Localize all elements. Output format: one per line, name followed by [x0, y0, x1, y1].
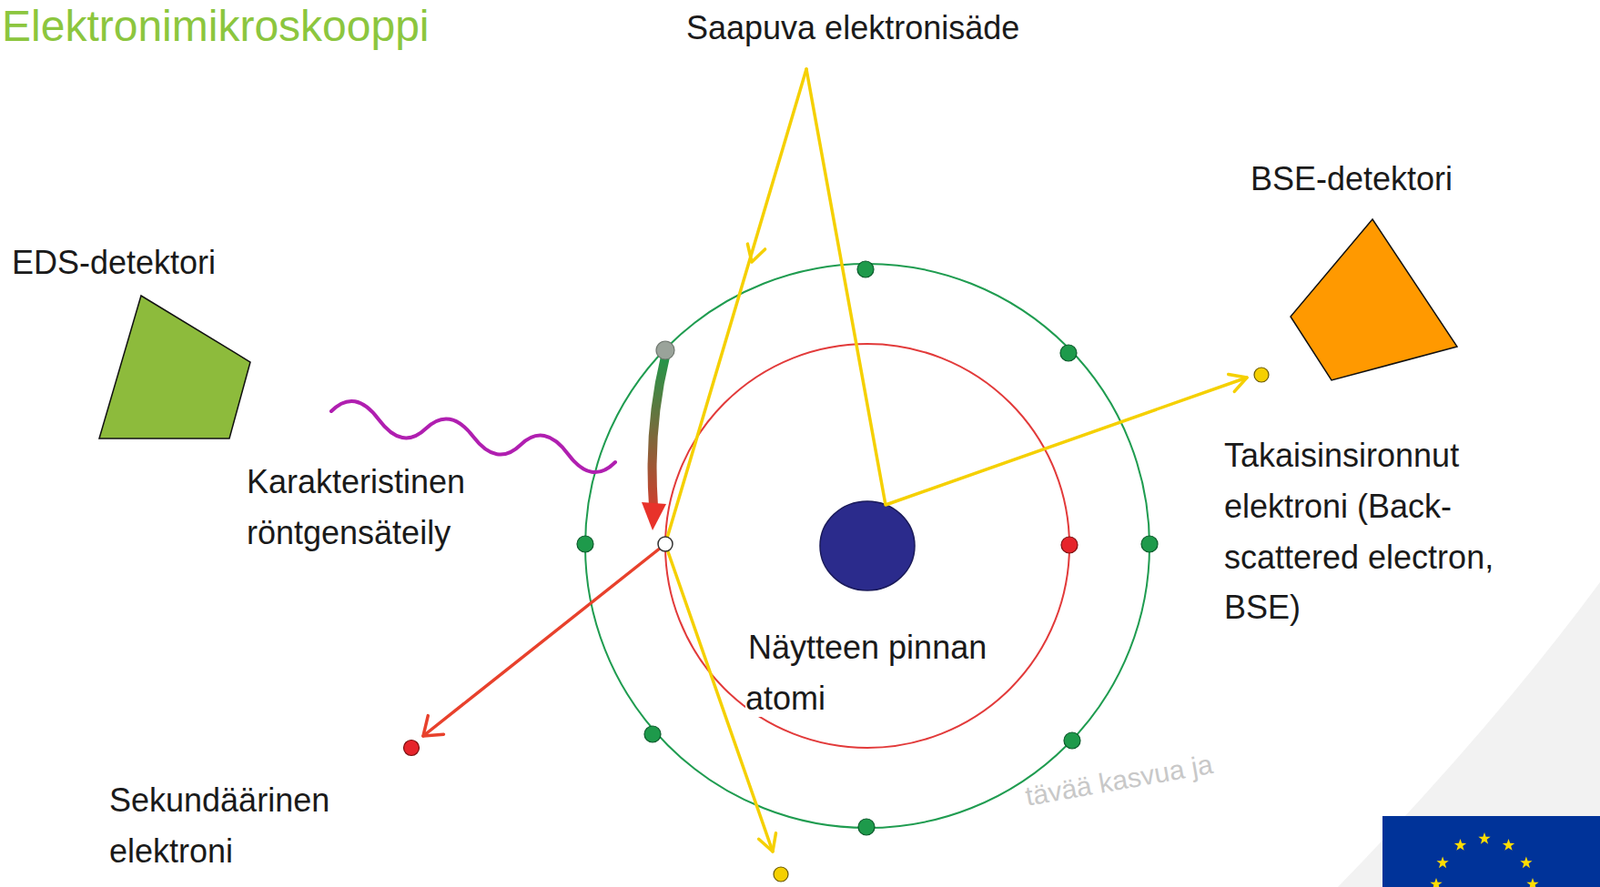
inner-electron — [1061, 536, 1078, 554]
bse-label-text: Takaisinsironnut elektroni (Back-scatter… — [1224, 436, 1494, 627]
bse-detector: BSE-detektori — [1237, 153, 1548, 391]
beam-label-text: Saapuva elektronisäde — [686, 9, 1020, 47]
flag-field — [1382, 816, 1600, 887]
secondary-label-text: Sekundäärinen elektroni — [109, 781, 330, 871]
detector-label: BSE-detektori — [1250, 153, 1548, 205]
eu-flag — [1382, 816, 1600, 887]
bse-label: Takaisinsironnut elektroni (Back-scatter… — [1224, 430, 1543, 634]
vacancy — [658, 536, 673, 552]
electron — [1063, 732, 1081, 750]
flag-star — [1454, 839, 1467, 851]
xray-label-text: Karakteristinen röntgensäteily — [246, 463, 466, 552]
secondary-electron — [404, 740, 420, 757]
flag-star — [1519, 857, 1532, 870]
nucleus — [820, 501, 915, 591]
electron — [1141, 536, 1158, 553]
atom-label-text: Näytteen pinnan atomi — [745, 628, 987, 718]
arrowhead — [747, 243, 765, 263]
electron — [1060, 344, 1077, 362]
eds-detector: EDS-detektori — [0, 237, 301, 456]
electron — [857, 261, 874, 278]
arrowhead — [641, 502, 667, 531]
arrowhead — [759, 833, 777, 852]
backscattered-electron — [1254, 367, 1269, 383]
detector-body — [99, 295, 251, 439]
electron-paths — [665, 69, 1247, 852]
detector-body — [1290, 219, 1458, 381]
transmitted-electron — [773, 867, 789, 882]
electron — [858, 819, 875, 836]
flag-star — [1436, 857, 1449, 870]
flag-star — [1429, 878, 1442, 887]
watermark: tävää kasvua ja — [1022, 748, 1216, 814]
flag-star — [1502, 839, 1515, 851]
arrowhead — [423, 716, 445, 737]
moving-electron — [656, 341, 675, 360]
beam-path — [665, 69, 807, 852]
slide-title: Elektronimikroskooppi — [1, 0, 430, 53]
electron — [577, 536, 594, 553]
secondary-line — [423, 544, 666, 737]
outer-shell — [585, 263, 1150, 829]
secondary-label: Sekundäärinen elektroni — [109, 775, 410, 878]
secondary-path — [423, 544, 666, 737]
xray-label: Karakteristinen röntgensäteily — [246, 456, 557, 559]
flag-star — [1526, 878, 1539, 887]
shell-electrons — [577, 261, 1158, 836]
arrowhead — [1228, 374, 1247, 393]
xray-wave — [331, 401, 616, 473]
flag-star — [1478, 832, 1490, 845]
beam-label: Saapuva elektronisäde — [686, 2, 1020, 54]
transition-arrow — [652, 356, 666, 507]
detector-label: EDS-detektori — [11, 237, 301, 289]
electron — [644, 726, 661, 743]
backscatter-path — [806, 69, 1247, 506]
atom-label: Näytteen pinnan atomi — [745, 622, 1046, 725]
